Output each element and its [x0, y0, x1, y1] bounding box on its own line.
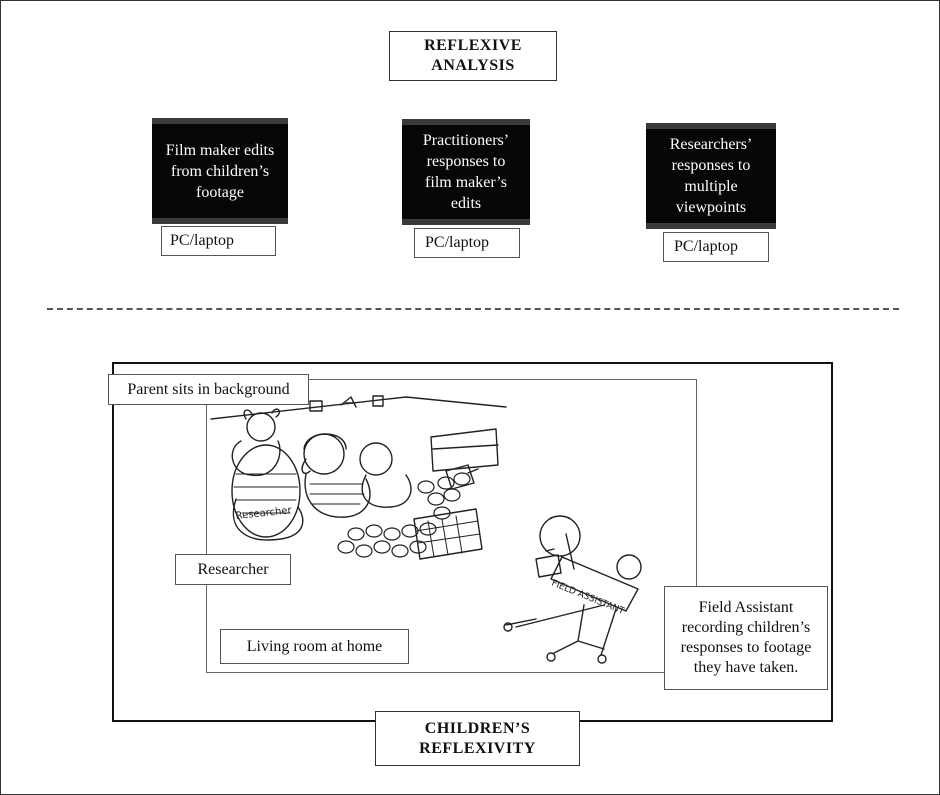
- label-researcher: Researcher: [175, 554, 291, 585]
- screen-text: Practitioners’ responses to film maker’s…: [422, 132, 510, 212]
- field-assistant-hand: [616, 554, 642, 580]
- field-assistant-body: [550, 556, 639, 612]
- board-game: [413, 508, 483, 560]
- screen-researchers-responses: Researchers’ responses to multiple viewp…: [646, 123, 776, 229]
- label-researcher-text: Researcher: [197, 560, 269, 578]
- child-1-hair: [301, 433, 347, 475]
- field-assistant-tag-text: FIELD ASSISTANT: [550, 579, 626, 617]
- label-living-room: Living room at home: [220, 629, 409, 664]
- field-assistant-foot-2: [546, 652, 556, 662]
- device-label-2: PC/laptop: [414, 228, 520, 258]
- screen-practitioners-responses: Practitioners’ responses to film maker’s…: [402, 119, 530, 225]
- childrens-drawing: Researcher FIELD ASSISTANT: [210, 395, 642, 664]
- child-1-body: [304, 473, 371, 518]
- childrens-reflexivity-title: CHILDREN’S REFLEXIVITY: [375, 711, 580, 766]
- picture-frame-3: [372, 395, 384, 407]
- device-label-3: PC/laptop: [663, 232, 769, 262]
- childrens-reflexivity-title-text: CHILDREN’S REFLEXIVITY: [419, 719, 536, 757]
- screen-film-maker-edits: Film maker edits from children’s footage: [152, 118, 288, 224]
- device-label-text: PC/laptop: [170, 232, 235, 249]
- field-assistant-foot-3: [597, 654, 607, 664]
- device-label-text: PC/laptop: [674, 238, 739, 255]
- field-assistant-pen: [565, 533, 575, 570]
- section-divider: [47, 308, 899, 310]
- window-drawing: [430, 428, 499, 472]
- researcher-figure: [231, 444, 301, 538]
- label-room-text: Living room at home: [246, 637, 383, 655]
- child-2-head: [359, 442, 393, 476]
- reflexive-analysis-title-text: REFLEXIVE ANALYSIS: [424, 37, 522, 74]
- wall-line: [210, 396, 507, 420]
- label-parent-background: Parent sits in background: [108, 374, 309, 405]
- field-assistant-camera: [535, 548, 562, 578]
- researcher-body: [232, 498, 304, 541]
- label-parent-text: Parent sits in background: [127, 380, 290, 398]
- child-1-head: [303, 433, 345, 475]
- researcher-tag-text: Researcher: [235, 505, 293, 522]
- child-2-body: [361, 474, 412, 508]
- field-assistant-limbs: [505, 604, 617, 656]
- board-game-grid: [415, 515, 481, 558]
- picture-frame-2: [340, 396, 357, 408]
- camera: [445, 464, 479, 490]
- floor-objects: [337, 472, 471, 558]
- label-field-assistant-text: Field Assistant recording children’s res…: [680, 599, 812, 676]
- reflexive-analysis-title: REFLEXIVE ANALYSIS: [389, 31, 557, 81]
- label-field-assistant: Field Assistant recording children’s res…: [664, 586, 828, 690]
- parent-body: [231, 440, 281, 477]
- picture-frame-1: [309, 400, 323, 412]
- screen-text: Researchers’ responses to multiple viewp…: [669, 136, 753, 216]
- device-label-1: PC/laptop: [161, 226, 276, 256]
- field-assistant-head: [539, 515, 581, 557]
- researcher-stripes: [233, 473, 299, 514]
- screen-text: Film maker edits from children’s footage: [165, 141, 275, 201]
- parent-head: [246, 412, 276, 442]
- device-label-text: PC/laptop: [425, 234, 490, 251]
- parent-hair: [243, 408, 281, 420]
- child-1-stripes: [309, 483, 365, 505]
- field-assistant-foot-1: [503, 622, 513, 632]
